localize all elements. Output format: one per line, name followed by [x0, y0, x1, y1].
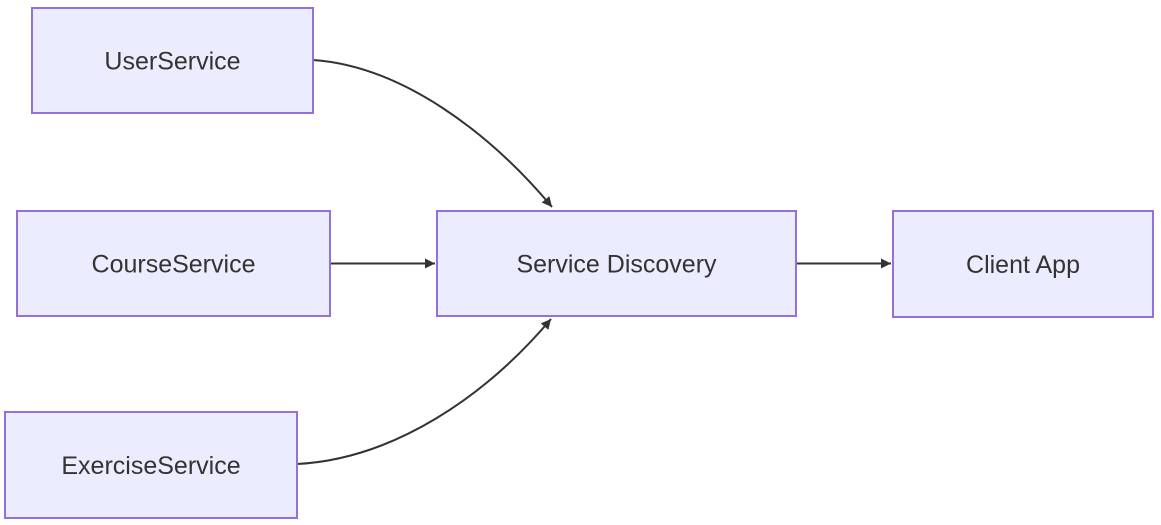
node-client-app-label: Client App [966, 251, 1080, 279]
node-service-discovery-box [436, 210, 797, 317]
node-client-app-box [892, 210, 1154, 318]
node-course-service-box [16, 210, 331, 317]
edge-userservice-to-servicediscovery [312, 59, 553, 208]
node-course-service: CourseService [16, 210, 331, 317]
node-course-service-label: CourseService [92, 251, 256, 279]
node-user-service-label: UserService [104, 48, 240, 76]
edges-layer [296, 59, 891, 465]
node-service-discovery: Service Discovery [436, 210, 797, 317]
node-user-service-box [31, 7, 314, 114]
edge-exerciseservice-to-servicediscovery [296, 318, 552, 465]
node-exercise-service: ExerciseService [4, 411, 298, 519]
node-client-app: Client App [892, 210, 1154, 318]
node-user-service: UserService [31, 7, 314, 114]
node-exercise-service-label: ExerciseService [61, 452, 240, 480]
node-service-discovery-label: Service Discovery [516, 251, 717, 279]
node-exercise-service-box [4, 411, 298, 519]
